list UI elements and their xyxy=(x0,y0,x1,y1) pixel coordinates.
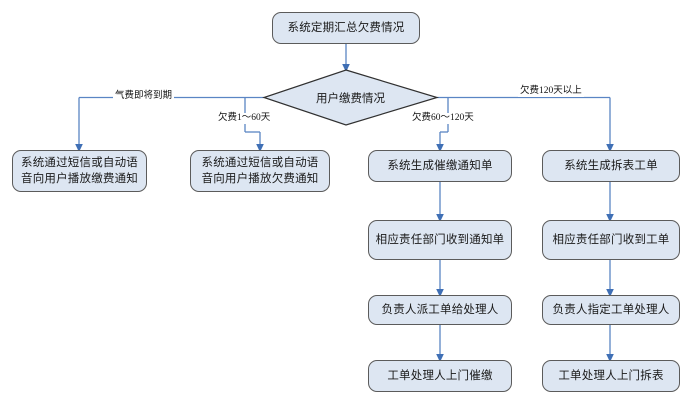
col3-node-1-label: 系统生成催缴通知单 xyxy=(387,159,493,172)
col4-node-2-label: 相应责任部门收到工单 xyxy=(552,233,670,246)
col2-node-1[interactable]: 系统通过短信或自动语音向用户播放欠费通知 xyxy=(190,150,330,192)
col3-node-3-label: 负责人派工单给处理人 xyxy=(381,303,499,316)
col4-node-1-label: 系统生成拆表工单 xyxy=(564,159,658,172)
col4-node-2[interactable]: 相应责任部门收到工单 xyxy=(542,220,680,260)
col3-node-2[interactable]: 相应责任部门收到通知单 xyxy=(368,220,512,260)
start-node[interactable]: 系统定期汇总欠费情况 xyxy=(272,12,420,44)
col3-node-1[interactable]: 系统生成催缴通知单 xyxy=(368,150,512,182)
col2-node-1-label: 系统通过短信或自动语音向用户播放欠费通知 xyxy=(201,157,319,185)
col4-node-1[interactable]: 系统生成拆表工单 xyxy=(542,150,680,182)
col3-node-4-label: 工单处理人上门催缴 xyxy=(387,369,493,382)
col3-node-3[interactable]: 负责人派工单给处理人 xyxy=(368,295,512,325)
col3-node-4[interactable]: 工单处理人上门催缴 xyxy=(368,360,512,392)
branch-label-4: 欠费120天以上 xyxy=(518,86,584,97)
col1-node-1-label: 系统通过短信或自动语音向用户播放缴费通知 xyxy=(21,157,138,185)
branch-label-2: 欠费1～60天 xyxy=(216,113,273,124)
start-node-label: 系统定期汇总欠费情况 xyxy=(287,21,405,34)
col4-node-3[interactable]: 负责人指定工单处理人 xyxy=(542,295,680,325)
col4-node-4-label: 工单处理人上门拆表 xyxy=(558,369,664,382)
col4-node-4[interactable]: 工单处理人上门拆表 xyxy=(542,360,680,392)
branch-label-3: 欠费60～120天 xyxy=(410,113,476,124)
col1-node-1[interactable]: 系统通过短信或自动语音向用户播放缴费通知 xyxy=(12,150,147,192)
branch-label-1: 气费即将到期 xyxy=(113,91,175,102)
decision-node-label: 用户缴费情况 xyxy=(316,93,385,105)
col3-node-2-label: 相应责任部门收到通知单 xyxy=(375,233,505,246)
col4-node-3-label: 负责人指定工单处理人 xyxy=(552,303,670,316)
